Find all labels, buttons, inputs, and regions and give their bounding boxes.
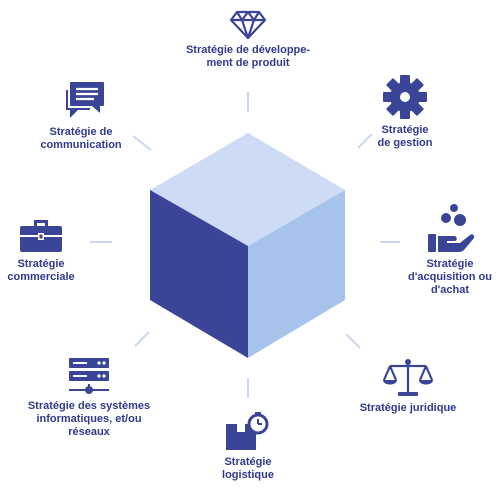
hand-coins-icon [428,204,475,252]
label-management: Stratégie de gestion [377,124,433,149]
label-communication: Stratégie de communication [40,126,122,151]
node-communication: Stratégie de communication [28,80,134,152]
label-acquisition: Stratégie d'acquisition ou d'achat [408,258,492,296]
node-management: Stratégie de gestion [355,74,455,150]
gear-icon [383,75,427,119]
box-timer-icon [226,412,269,450]
cube-right-face [248,190,345,358]
connector-top-left [132,135,152,151]
connector-bottom-left [134,331,150,347]
label-legal: Stratégie juridique [359,402,457,414]
diamond-icon [229,10,267,40]
label-it-systems: Stratégie des systèmes informatiques, et… [27,400,151,438]
server-icon [69,358,109,394]
label-logistics: Stratégie logistique [222,456,274,481]
connector-bottom-right [345,333,361,349]
briefcase-icon [20,220,62,252]
chat-bubbles-icon [66,82,104,118]
scales-icon [382,359,434,396]
node-commercial: Stratégie commerciale [0,218,82,284]
node-product-development: Stratégie de développe- ment de produit [160,10,336,70]
node-it-systems: Stratégie des systèmes informatiques, et… [14,356,164,439]
connector-top-right [357,133,373,149]
cube-top-face [150,133,345,246]
node-acquisition: Stratégie d'acquisition ou d'achat [400,204,500,297]
node-logistics: Stratégie logistique [198,412,298,482]
cube-left-face [150,190,248,358]
node-legal: Stratégie juridique [348,358,468,415]
label-commercial: Stratégie commerciale [7,258,75,283]
label-product-development: Stratégie de développe- ment de produit [185,44,311,69]
